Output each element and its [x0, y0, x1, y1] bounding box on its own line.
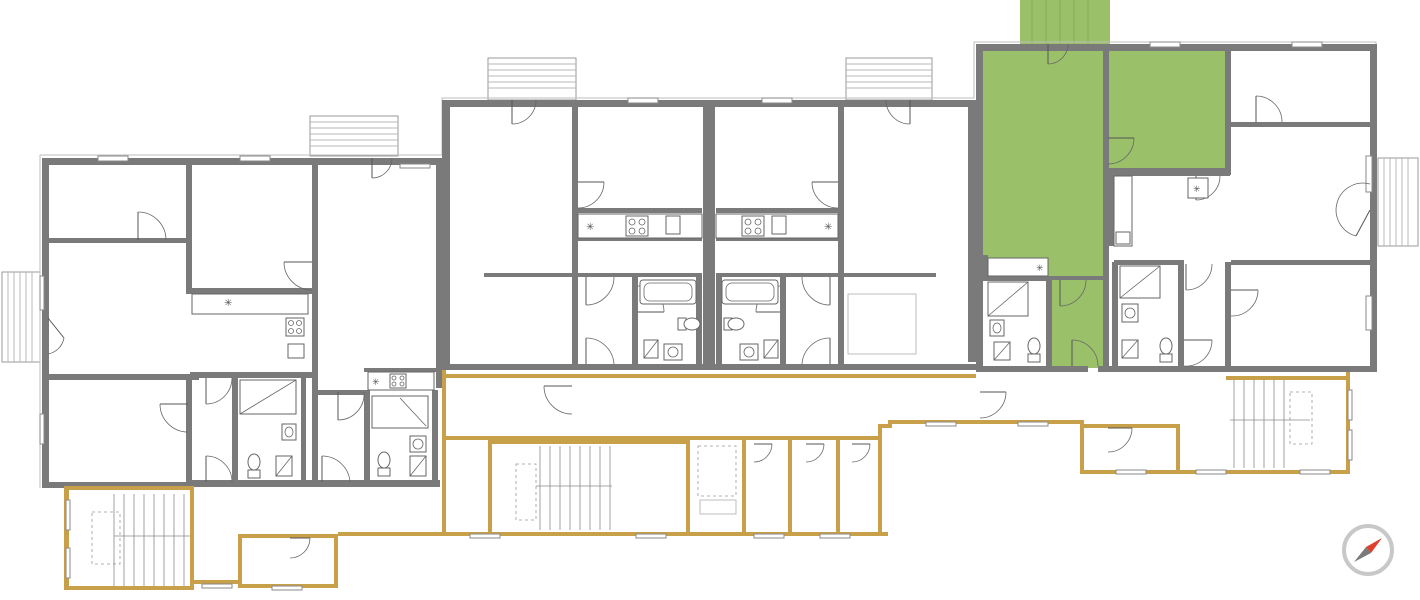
door-swing-icon	[137, 211, 167, 241]
sink-icon	[1121, 303, 1139, 323]
balcony-left	[1, 271, 41, 363]
toilet-icon	[1027, 337, 1041, 363]
door-swing-icon	[289, 537, 311, 559]
door-swing-icon	[753, 443, 773, 463]
staircase-icon	[91, 380, 1313, 586]
sink-icon	[281, 423, 297, 441]
door-swing-icon	[1047, 43, 1069, 65]
compass-icon	[1342, 524, 1394, 576]
toilet-icon	[723, 317, 745, 331]
door-swing-icon	[801, 276, 831, 306]
door-swing-icon	[1107, 427, 1133, 453]
svg-text:✳: ✳	[586, 222, 594, 233]
toilet-icon	[247, 453, 261, 479]
doors	[47, 43, 1371, 559]
stove-icon	[285, 317, 305, 337]
balcony-top-2	[487, 57, 577, 101]
bathtub-icon	[639, 279, 697, 305]
door-swing-icon	[337, 391, 365, 421]
kitchens: ✳ ✳ ✳ ✳ ✳ ✳	[191, 175, 1209, 391]
shower-icon	[987, 281, 1029, 317]
balcony-top-1	[309, 115, 399, 157]
sink-icon	[989, 319, 1005, 337]
door-swing-icon	[1230, 289, 1259, 317]
door-swing-icon	[283, 261, 313, 291]
door-swing-icon	[205, 377, 233, 405]
bathtub-icon	[721, 279, 779, 305]
stove-icon	[389, 373, 407, 389]
shower-icon	[371, 395, 429, 429]
door-swing-icon	[511, 99, 537, 125]
balcony-top-3	[845, 57, 933, 101]
door-swing-icon	[1107, 137, 1135, 165]
door-swing-icon	[805, 443, 825, 463]
sink-icon	[663, 343, 683, 361]
door-swing-icon	[979, 391, 1007, 419]
svg-text:✳: ✳	[224, 298, 232, 309]
svg-text:✳: ✳	[1193, 185, 1201, 195]
toilet-icon	[1159, 337, 1173, 363]
door-swing-icon	[585, 337, 615, 365]
door-swing-icon	[1255, 95, 1283, 123]
door-swing-icon	[543, 385, 573, 415]
shower-icon	[1119, 265, 1161, 299]
door-swing-icon	[159, 403, 189, 433]
door-swing-icon	[885, 99, 911, 125]
balcony-green	[1020, 0, 1110, 44]
sink-icon	[739, 343, 759, 361]
toilet-icon	[677, 317, 701, 331]
highlighted-apartment	[983, 50, 1225, 368]
toilet-icon	[377, 451, 391, 477]
door-swing-icon	[1335, 182, 1371, 237]
svg-text:✳: ✳	[372, 378, 380, 388]
door-swing-icon	[1185, 263, 1213, 291]
balcony-right	[1377, 157, 1419, 247]
bathrooms	[239, 265, 1173, 479]
door-swing-icon	[1059, 279, 1087, 307]
door-swing-icon	[801, 337, 831, 365]
windows	[39, 41, 1373, 591]
door-swing-icon	[205, 455, 233, 483]
stove-icon	[625, 215, 649, 237]
door-swing-icon	[577, 181, 605, 209]
door-swing-icon	[371, 157, 393, 179]
svg-text:✳: ✳	[824, 222, 832, 233]
dashed-outlines	[697, 293, 917, 515]
door-swing-icon	[47, 317, 65, 355]
door-swing-icon	[1071, 339, 1099, 367]
door-swing-icon	[811, 181, 839, 209]
door-swing-icon	[1183, 339, 1213, 367]
door-swing-icon	[585, 276, 615, 306]
door-swing-icon	[851, 443, 871, 463]
sink-icon	[409, 435, 427, 453]
svg-text:✳: ✳	[1036, 264, 1044, 274]
stove-icon	[741, 215, 765, 237]
shower-icon	[239, 379, 297, 415]
door-swing-icon	[321, 455, 351, 483]
